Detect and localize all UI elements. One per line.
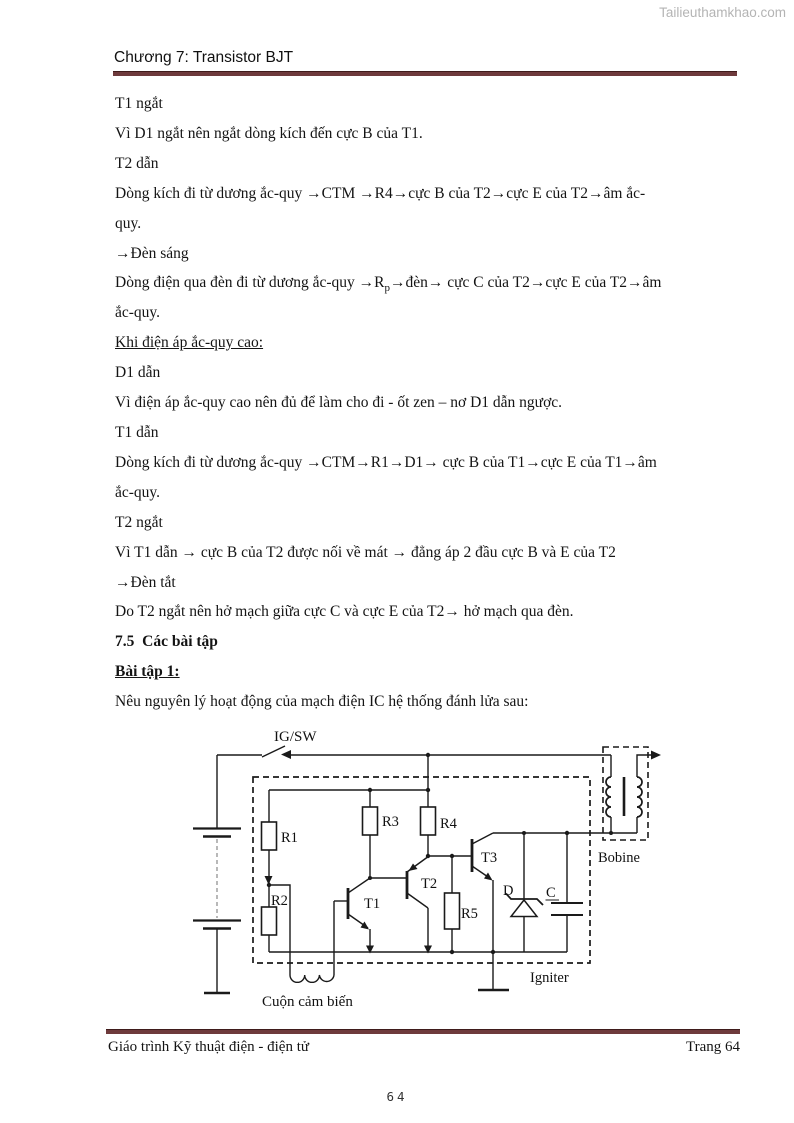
text-line: Dòng kích đi từ dương ắc-quy →CTM→R1→D1→… xyxy=(115,453,657,471)
zener-diode xyxy=(505,833,544,952)
text-line: T1 ngắt xyxy=(115,95,163,112)
text-line: Dòng kích đi từ dương ắc-quy →CTM →R4→cự… xyxy=(115,184,646,202)
text-line: Dòng điện qua đèn đi từ dương ắc-quy →Rp… xyxy=(115,274,662,295)
resistor-r3 xyxy=(361,790,407,880)
label-r3: R3 xyxy=(382,814,399,830)
label-r1: R1 xyxy=(281,830,298,846)
text-line: Bài tập 1: xyxy=(115,663,180,681)
bobine-transformer xyxy=(602,746,661,841)
label-d: D xyxy=(503,883,513,899)
text-line: T1 dẫn xyxy=(115,423,159,441)
text-line: Vì T1 dẫn → cực B của T2 được nối về mát… xyxy=(115,543,616,561)
label-igniter: Igniter xyxy=(530,970,569,986)
text-line: →Đèn sáng xyxy=(115,244,189,262)
text-line: Nêu nguyên lý hoạt động của mạch điện IC… xyxy=(115,693,529,711)
text-line: T2 ngắt xyxy=(115,513,163,531)
label-r2: R2 xyxy=(271,893,288,909)
sensor-coil xyxy=(269,884,348,983)
transistor-t1 xyxy=(346,877,374,954)
circuit-diagram: IG/SW R1 R2 R3 R4 R5 T1 T2 T3 D C Bobine… xyxy=(193,729,661,1010)
resistor-r5 xyxy=(443,856,461,955)
transistor-t2 xyxy=(405,855,432,954)
label-t1: T1 xyxy=(364,896,380,912)
label-sensor-coil: Cuộn cảm biến xyxy=(262,994,353,1010)
text-line: ắc-quy. xyxy=(115,483,161,501)
ignition-switch xyxy=(217,745,611,790)
text-line: 7.5 Các bài tập xyxy=(115,633,218,651)
footer-page-label: Trang 64 xyxy=(685,1039,740,1055)
igniter-box xyxy=(252,776,591,964)
watermark: Tailieuthamkhao.com xyxy=(659,5,786,20)
resistor-r1 xyxy=(260,790,278,888)
ground-symbol xyxy=(478,952,509,992)
label-r4: R4 xyxy=(440,816,458,832)
label-igsw: IG/SW xyxy=(274,729,317,745)
footer-rule xyxy=(106,1029,740,1034)
label-r5: R5 xyxy=(461,906,478,922)
text-line: Vì D1 ngắt nên ngắt dòng kích đến cực B … xyxy=(115,124,423,142)
page-number: 64 xyxy=(386,1089,408,1104)
label-t3: T3 xyxy=(481,850,497,866)
label-bobine: Bobine xyxy=(598,850,640,866)
text-line: D1 dẫn xyxy=(115,364,161,382)
header-rule xyxy=(113,71,737,76)
circuit-labels: IG/SW R1 R2 R3 R4 R5 T1 T2 T3 D C Bobine… xyxy=(262,729,640,1010)
footer-book-title: Giáo trình Kỹ thuật điện - điện tử xyxy=(108,1039,310,1055)
label-c: C xyxy=(546,885,556,901)
chapter-header: Chương 7: Transistor BJT xyxy=(114,49,294,66)
resistor-r2 xyxy=(260,885,278,952)
text-line: quy. xyxy=(115,214,142,232)
text-line: →Đèn tắt xyxy=(115,573,176,591)
label-t2: T2 xyxy=(421,876,437,892)
text-line: Vì điện áp ắc-quy cao nên đủ để làm cho … xyxy=(115,394,563,412)
body-text: T1 ngắt Vì D1 ngắt nên ngắt dòng kích đến… xyxy=(115,89,745,717)
transistor-t3 xyxy=(470,832,496,955)
battery-symbol xyxy=(193,755,241,995)
text-line: Do T2 ngắt nên hở mạch giữa cực C và cực… xyxy=(115,603,574,621)
text-line: Khi điện áp ắc-quy cao: xyxy=(115,334,264,352)
capacitor xyxy=(545,833,583,952)
text-line: T2 dẫn xyxy=(115,154,159,172)
resistor-r4 xyxy=(419,790,472,859)
text-line: ắc-quy. xyxy=(115,304,161,322)
